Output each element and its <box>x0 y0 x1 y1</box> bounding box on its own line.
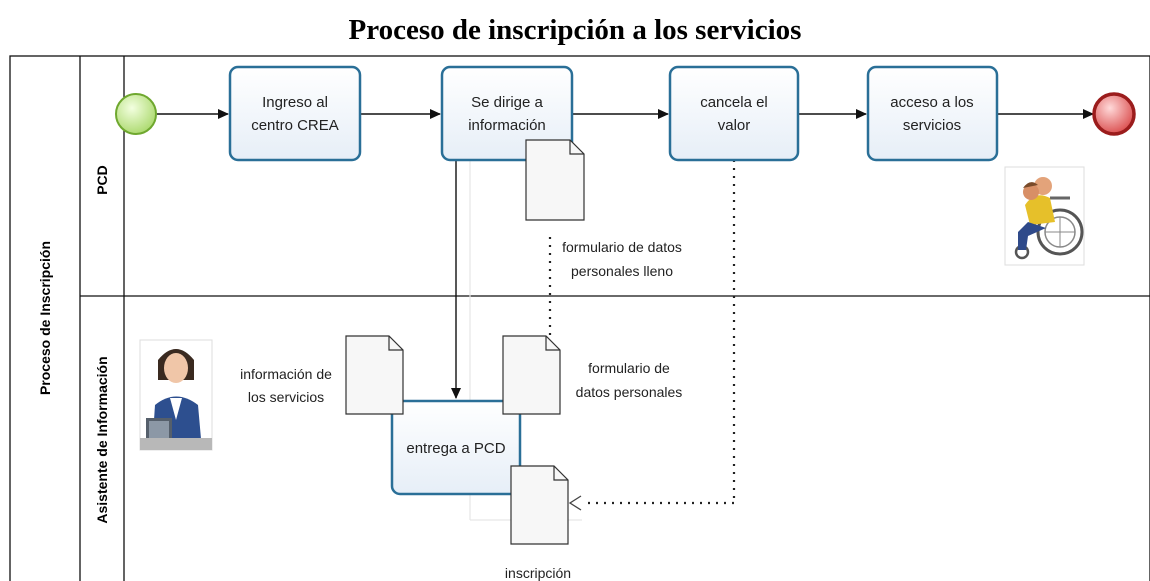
task-acceso-line1: acceso a los <box>890 94 973 111</box>
document-inscripcion-label: inscripción <box>505 565 571 581</box>
document-info-servicios-line1: información de <box>240 366 332 382</box>
task-ingreso-line1: Ingreso al <box>262 94 328 111</box>
document-formulario-lleno-line1: formulario de datos <box>562 239 682 255</box>
document-formulario-line1: formulario de <box>588 360 670 376</box>
task-cancela[interactable]: cancela el valor <box>668 65 800 162</box>
pool-label: Proceso de Inscripción <box>37 241 53 395</box>
document-info-servicios-icon[interactable] <box>345 335 404 415</box>
association-arrowhead <box>568 495 582 511</box>
receptionist-icon <box>139 339 213 451</box>
task-acceso[interactable]: acceso a los servicios <box>866 65 999 162</box>
lane-label-asistente: Asistente de Información <box>94 356 110 523</box>
task-dirige[interactable]: Se dirige a información <box>440 65 574 162</box>
document-inscripcion-icon[interactable] <box>510 465 569 545</box>
document-info-servicios-line2: los servicios <box>248 389 324 405</box>
document-formulario-icon[interactable] <box>502 335 561 415</box>
diagram-title: Proceso de inscripción a los servicios <box>348 14 802 46</box>
pool <box>9 55 1150 581</box>
task-dirige-line2: información <box>468 117 546 134</box>
task-dirige-line1: Se dirige a <box>471 94 543 111</box>
document-formulario-lleno-icon[interactable] <box>525 139 585 221</box>
task-cancela-line1: cancela el <box>700 94 768 111</box>
end-event-icon[interactable] <box>1092 92 1136 136</box>
associations <box>548 160 736 505</box>
sequence-flows <box>157 109 1094 399</box>
task-cancela-line2: valor <box>718 117 751 134</box>
document-formulario-lleno-line2: personales lleno <box>571 263 673 279</box>
task-acceso-line2: servicios <box>903 117 961 134</box>
task-ingreso[interactable]: Ingreso al centro CREA <box>228 65 362 162</box>
task-entrega-label: entrega a PCD <box>406 440 505 457</box>
task-ingreso-line2: centro CREA <box>251 117 339 134</box>
lane-label-pcd: PCD <box>94 165 110 195</box>
document-formulario-line2: datos personales <box>576 384 683 400</box>
task-entrega[interactable]: entrega a PCD <box>390 399 522 496</box>
start-event-icon[interactable] <box>115 93 157 135</box>
wheelchair-person-icon <box>1004 166 1085 266</box>
